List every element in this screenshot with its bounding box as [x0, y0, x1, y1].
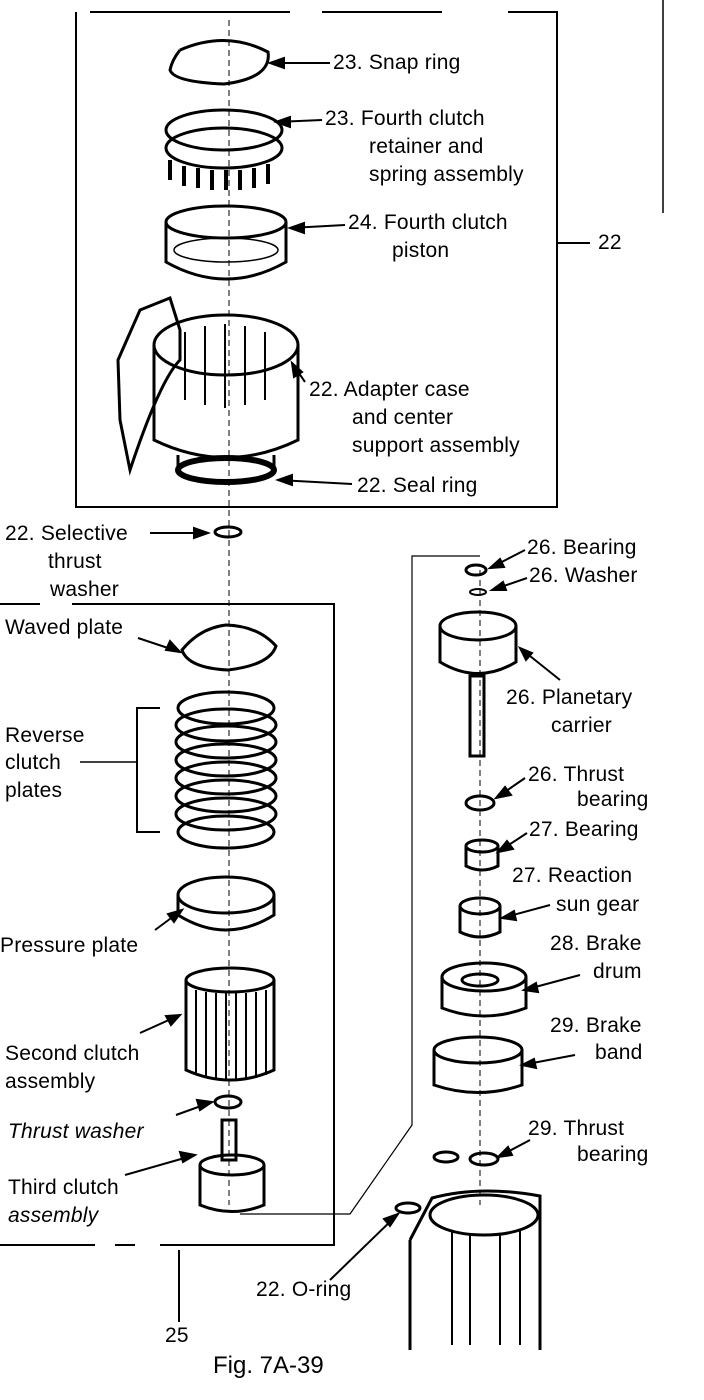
label-reaction-1: 27. Reaction: [512, 864, 633, 887]
label-thrust29-2: bearing: [577, 1143, 649, 1166]
bearing26-part: [464, 563, 488, 577]
label-brake-drum-2: drum: [593, 960, 642, 983]
label-oring: 22. O-ring: [256, 1278, 352, 1301]
sun-gear-part: [458, 896, 502, 939]
second-clutch-part: [184, 966, 276, 1082]
label-bearing27: 27. Bearing: [529, 818, 639, 841]
label-reverse-3: plates: [5, 779, 63, 802]
label-planetary-2: carrier: [551, 714, 612, 737]
oring-part: [394, 1201, 422, 1215]
label-reverse-1: Reverse: [5, 724, 85, 747]
adapter-case-part: [116, 296, 300, 485]
label-bearing26: 26. Bearing: [527, 536, 637, 559]
figure-caption: Fig. 7A-39: [213, 1352, 324, 1379]
planetary-carrier-part: [438, 610, 518, 758]
label-fourth-retainer-2: retainer and: [369, 135, 484, 158]
third-clutch-part: [198, 1118, 266, 1213]
group25-box: [0, 603, 335, 1246]
label-reverse-2: clutch: [5, 751, 62, 774]
label-second-1: Second clutch: [5, 1042, 140, 1065]
thrust-washer-part: [213, 1094, 243, 1110]
label-thrust-washer: Thrust washer: [8, 1120, 144, 1143]
thrust29-part: [468, 1151, 500, 1167]
label-brake-band-1: 29. Brake: [550, 1014, 642, 1037]
label-selective-1: 22. Selective: [5, 522, 128, 545]
brake-band-part: [432, 1035, 524, 1094]
label-washer26: 26. Washer: [529, 564, 638, 587]
label-planetary-1: 26. Planetary: [506, 686, 633, 709]
label-group22: 22: [598, 231, 622, 254]
washer26-part: [469, 588, 487, 596]
label-selective-2: thrust: [48, 550, 102, 573]
label-group25: 25: [165, 1324, 189, 1347]
label-third-1: Third clutch: [8, 1176, 119, 1199]
reverse-bracket: [136, 707, 160, 833]
snap-ring-part: [168, 39, 270, 86]
label-pressure-plate: Pressure plate: [0, 934, 139, 957]
group22-box: [75, 11, 558, 508]
label-adapter-3: support assembly: [352, 434, 520, 457]
brake-drum-part: [440, 961, 528, 1018]
label-adapter-2: and center: [352, 406, 454, 429]
fourth-retainer-part: [164, 108, 284, 190]
label-brake-drum-1: 28. Brake: [550, 932, 642, 955]
label-second-2: assembly: [5, 1070, 96, 1093]
pressure-plate-part: [176, 875, 276, 932]
label-seal-ring: 22. Seal ring: [357, 474, 478, 497]
reverse-plates-part: [174, 690, 278, 850]
waved-plate-part: [180, 623, 278, 672]
label-brake-band-2: band: [595, 1041, 643, 1064]
small-ring-part: [432, 1150, 460, 1164]
fourth-piston-part: [164, 204, 288, 281]
label-thrust26-1: 26. Thrust: [528, 763, 625, 786]
label-thrust29-1: 29. Thrust: [528, 1117, 625, 1140]
selective-washer-part: [213, 525, 243, 539]
thrust26-part: [464, 794, 496, 812]
label-snap-ring: 23. Snap ring: [333, 51, 461, 74]
label-reaction-2: sun gear: [556, 893, 640, 916]
label-fourth-piston-1: 24. Fourth clutch: [348, 211, 508, 234]
label-fourth-retainer-3: spring assembly: [369, 163, 524, 186]
label-waved-plate: Waved plate: [5, 616, 124, 639]
label-adapter-1: 22. Adapter case: [309, 378, 470, 401]
bearing27-part: [464, 838, 500, 872]
transmission-case-part: [408, 1189, 542, 1350]
label-third-2: assembly: [8, 1204, 99, 1227]
label-thrust26-2: bearing: [577, 788, 649, 811]
label-fourth-retainer-1: 23. Fourth clutch: [325, 107, 485, 130]
label-fourth-piston-2: piston: [392, 239, 450, 262]
label-selective-3: washer: [50, 578, 119, 601]
